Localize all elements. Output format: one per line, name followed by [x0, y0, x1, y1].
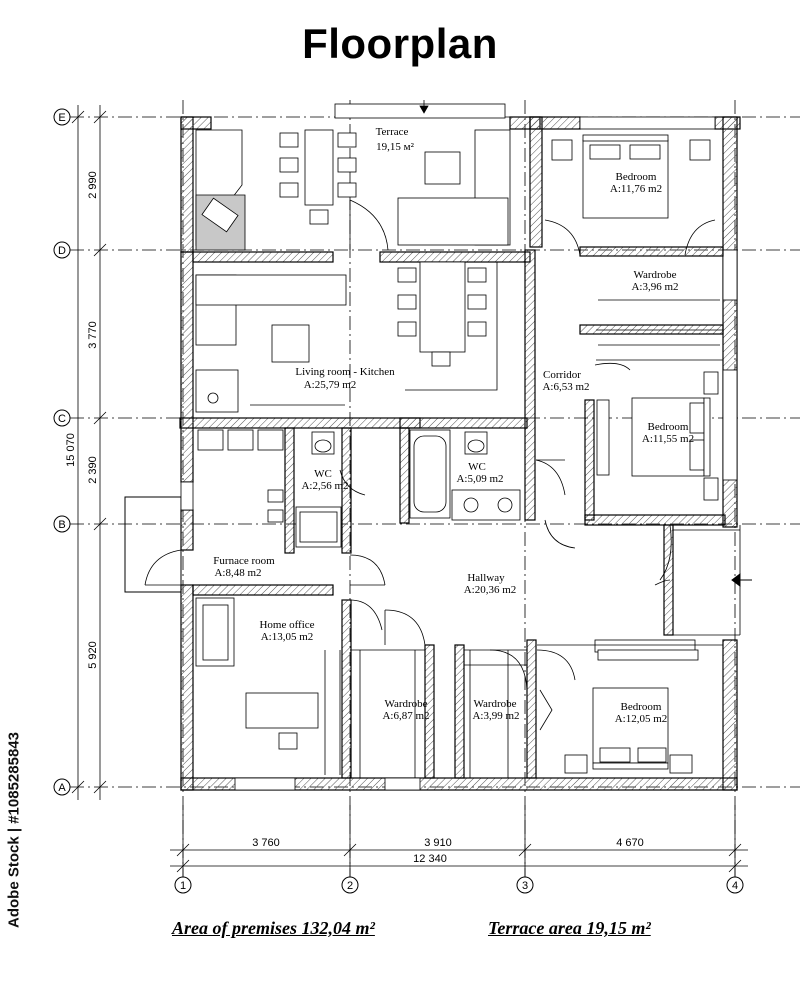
axis-label-row-d: D	[58, 245, 66, 257]
terrace-dining-set	[279, 129, 461, 225]
axis-marker-row-b	[53, 515, 71, 533]
entrance-arrow	[731, 573, 752, 587]
axis-label-col-3: 3	[522, 880, 528, 892]
terrace-canopy	[334, 100, 506, 119]
dim-vertical-4: 5 920	[87, 641, 99, 669]
room-name-hallway: Hallway	[467, 572, 505, 584]
wardrobe-shelves	[359, 299, 720, 778]
bathroom-fixtures	[295, 429, 521, 548]
vertical-dimension-labels: 2 990 3 770 2 390 5 920 15 070	[65, 171, 99, 669]
furnace-equipment	[197, 429, 284, 523]
room-name-wardrobe-s2: Wardrobe	[473, 698, 516, 710]
room-area-wardrobe-s2: A:3,99 m2	[472, 710, 519, 722]
dim-horizontal-total: 12 340	[413, 853, 447, 865]
axis-label-col-4: 4	[732, 880, 738, 892]
dim-horizontal-2: 3 910	[424, 837, 452, 849]
room-name-furnace: Furnace room	[213, 555, 275, 567]
room-area-bedroom-se: A:12,05 m2	[615, 713, 668, 725]
office-furniture	[195, 597, 341, 775]
room-area-wardrobe-e: A:3,96 m2	[631, 281, 678, 293]
axis-label-col-1: 1	[180, 880, 186, 892]
terrace-sofa	[397, 129, 511, 246]
dim-vertical-2: 3 770	[87, 321, 99, 349]
room-name-wc-1: WC	[314, 468, 332, 480]
dim-horizontal-3: 4 670	[616, 837, 644, 849]
room-area-wardrobe-s1: A:6,87 m2	[382, 710, 429, 722]
room-name-wardrobe-e: Wardrobe	[633, 269, 676, 281]
axis-label-row-b: B	[58, 519, 65, 531]
room-labels: Terrace 19,15 м² Bedroom A:11,76 m2 Ward…	[213, 126, 694, 725]
axis-label-row-c: C	[58, 413, 66, 425]
axis-label-col-2: 2	[347, 880, 353, 892]
vertical-dimension-lines	[71, 105, 107, 800]
windows	[180, 116, 738, 791]
room-name-wc-2: WC	[468, 461, 486, 473]
terrace-area-summary: Terrace area 19,15 m²	[488, 918, 651, 938]
axis-marker-row-d	[53, 241, 71, 259]
interior-walls	[179, 246, 726, 779]
room-area-wc-1: A:2,56 m2	[301, 480, 348, 492]
room-area-terrace: 19,15 м²	[376, 141, 414, 153]
stock-watermark: Adobe Stock | #1085285843	[0, 732, 28, 928]
terrace-corner-fireplace	[195, 129, 246, 251]
premises-area-summary: Area of premises 132,04 m²	[172, 918, 375, 938]
room-area-furnace: A:8,48 m2	[214, 567, 261, 579]
room-area-bedroom-e: A:11,55 m2	[642, 433, 694, 445]
axis-marker-row-c	[53, 409, 71, 427]
room-area-living: A:25,79 m2	[304, 379, 357, 391]
room-name-bedroom-e: Bedroom	[648, 421, 689, 433]
dim-vertical-3: 2 390	[87, 456, 99, 484]
room-name-bedroom-ne: Bedroom	[616, 171, 657, 183]
axis-label-row-a: A	[58, 782, 66, 794]
room-area-office: A:13,05 m2	[261, 631, 314, 643]
room-name-terrace: Terrace	[376, 126, 409, 138]
room-name-wardrobe-s1: Wardrobe	[384, 698, 427, 710]
horizontal-dimension-labels: 3 760 3 910 4 670 12 340	[252, 837, 644, 865]
door-swings	[144, 199, 716, 691]
column-axis-labels: 1 2 3 4	[180, 880, 738, 892]
page-title: Floorplan	[302, 20, 498, 67]
axis-label-row-e: E	[58, 112, 65, 124]
dim-vertical-1: 2 990	[87, 171, 99, 199]
row-axis-labels: E D C B A	[58, 112, 66, 794]
axis-marker-row-a	[53, 778, 71, 796]
dim-horizontal-1: 3 760	[252, 837, 280, 849]
column-axis-markers	[174, 876, 744, 894]
room-name-living: Living room - Kitchen	[295, 366, 395, 378]
row-axis-markers	[53, 108, 71, 796]
room-name-corridor: Corridor	[543, 369, 581, 381]
horizontal-dimension-lines	[170, 805, 748, 877]
room-area-hallway: A:20,36 m2	[464, 584, 517, 596]
stock-watermark-text: Adobe Stock | #1085285843	[5, 732, 23, 928]
room-name-bedroom-se: Bedroom	[621, 701, 662, 713]
axis-marker-row-e	[53, 108, 71, 126]
room-name-office: Home office	[259, 619, 314, 631]
living-furniture	[195, 261, 498, 413]
room-area-wc-2: A:5,09 m2	[456, 473, 503, 485]
room-area-bedroom-ne: A:11,76 m2	[610, 183, 662, 195]
bedroom-furniture	[551, 134, 719, 774]
dim-vertical-total: 15 070	[65, 433, 77, 467]
room-area-corridor: A:6,53 m2	[542, 381, 589, 393]
